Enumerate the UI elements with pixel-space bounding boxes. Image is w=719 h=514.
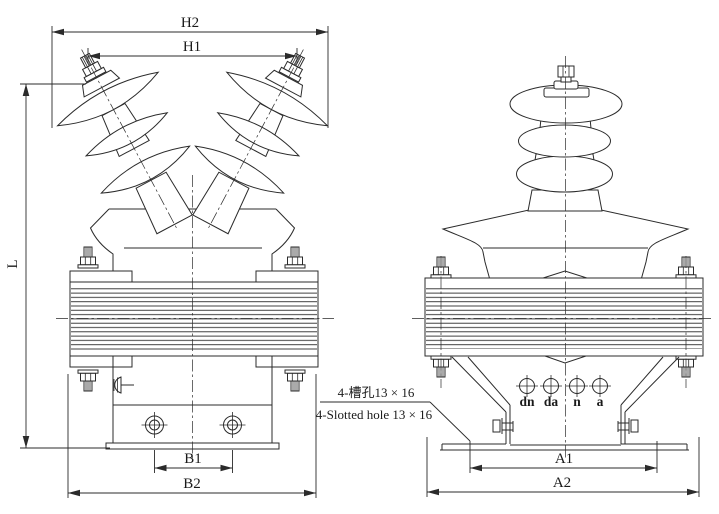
front-view xyxy=(30,22,355,450)
dim-label-a2: A2 xyxy=(553,475,571,491)
dim-a1: A1 xyxy=(469,441,658,473)
dim-label-a1: A1 xyxy=(555,451,573,467)
dim-label-l: L xyxy=(5,259,21,268)
center-lines xyxy=(56,56,714,458)
terminal-label-a: a xyxy=(597,394,604,409)
dim-label-b2: B2 xyxy=(183,476,201,492)
side-view: dn da n a xyxy=(424,65,704,451)
dim-h2: H2 xyxy=(51,15,329,128)
terminal-da xyxy=(540,375,562,397)
slotted-hole-callout: 4-槽孔13 × 16 4-Slotted hole 13 × 16 xyxy=(316,385,471,442)
dim-label-b1: B1 xyxy=(184,451,202,467)
foot-bolt xyxy=(492,418,514,434)
terminal-a xyxy=(589,375,611,397)
terminal-label-dn: dn xyxy=(519,394,535,409)
terminal-n xyxy=(566,375,588,397)
dim-b1: B1 xyxy=(154,450,233,473)
secondary-terminals: dn da n a xyxy=(516,375,611,409)
front-dome xyxy=(89,208,296,280)
foot-bolt xyxy=(617,418,639,434)
top-terminal xyxy=(543,65,590,98)
callout-leader-line xyxy=(429,401,471,442)
mounting-hole xyxy=(141,412,168,438)
dim-b2: B2 xyxy=(67,374,317,498)
side-insulator xyxy=(509,65,623,212)
side-feet xyxy=(440,356,689,451)
terminal-dn xyxy=(516,375,538,397)
dim-a2: A2 xyxy=(426,437,700,497)
callout-text-zh: 4-槽孔13 × 16 xyxy=(338,385,415,400)
bushing-left xyxy=(30,22,228,256)
terminal-label-da: da xyxy=(544,394,559,409)
ground-bolt xyxy=(113,376,134,394)
callout-text-en: 4-Slotted hole 13 × 16 xyxy=(316,407,433,422)
bushing-right xyxy=(157,22,355,256)
dim-h1: H1 xyxy=(87,39,298,63)
front-core-band xyxy=(69,246,319,392)
dim-label-h2: H2 xyxy=(181,15,199,31)
mounting-hole xyxy=(219,412,246,438)
dimensions: H2 H1 L B1 B2 A1 xyxy=(5,15,700,498)
dim-l: L xyxy=(5,83,110,449)
terminal-label-n: n xyxy=(573,394,581,409)
dim-label-h1: H1 xyxy=(183,39,201,55)
side-core-band xyxy=(424,256,704,378)
